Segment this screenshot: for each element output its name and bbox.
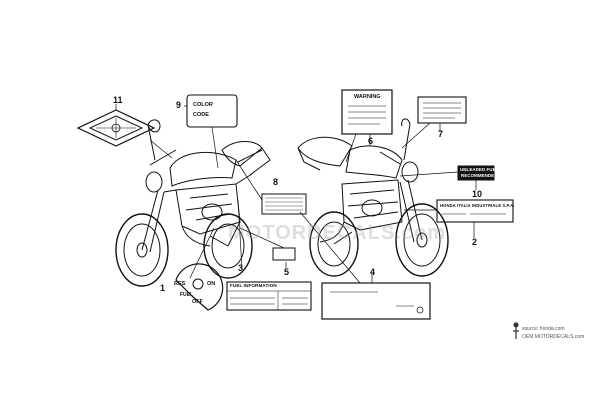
callout-8: 8: [273, 177, 279, 187]
callout-7: 7: [438, 129, 444, 139]
info-decal-7: [417, 96, 467, 124]
fuel-valve-decal: [175, 263, 224, 311]
watermark: MOTORDECALS.com: [228, 222, 446, 244]
valve-res: RES: [174, 281, 186, 287]
unleaded-line1: UNLEADED FUEL: [460, 167, 499, 172]
left-motorcycle: [115, 119, 271, 287]
info-decal-8: [261, 193, 307, 215]
fuel-info-title: FUEL INFORMATION: [230, 283, 277, 288]
color-code-line2: CODE: [193, 112, 209, 118]
callout-6: 6: [368, 136, 374, 146]
callout-10: 10: [472, 189, 483, 199]
honda-italia-text: HONDA ITALIA INDUSTRIALE S.P.A.: [440, 203, 515, 208]
emblem-decal-11: [76, 109, 156, 147]
warning-decal: [341, 89, 393, 135]
large-decal-4: [321, 282, 431, 320]
leader-lines: [115, 104, 477, 284]
fuel-info-decal: [226, 281, 312, 311]
small-decal-5: [272, 247, 296, 261]
valve-on: ON: [207, 281, 216, 287]
callout-11: 11: [113, 95, 123, 105]
valve-fuel: FUEL: [180, 292, 194, 298]
honda-italia-decal: [436, 199, 514, 223]
valve-off: OFF: [192, 299, 203, 305]
source-line2: OEM.MOTORDECALS.com: [522, 334, 585, 340]
warning-title: WARNING: [354, 94, 381, 100]
source-line1: source: honda.com: [522, 326, 565, 332]
callout-4: 4: [370, 267, 376, 277]
unleaded-line2: RECOMMENDED: [461, 173, 498, 178]
callout-3: 3: [238, 263, 244, 273]
callout-2: 2: [472, 237, 478, 247]
color-code-decal: [186, 94, 238, 128]
callout-5: 5: [284, 267, 290, 277]
source-logo-icon: [512, 322, 520, 340]
color-code-line1: COLOR: [193, 102, 213, 108]
right-motorcycle: [297, 118, 449, 277]
callout-9: 9: [176, 100, 182, 110]
callout-1: 1: [160, 283, 166, 293]
